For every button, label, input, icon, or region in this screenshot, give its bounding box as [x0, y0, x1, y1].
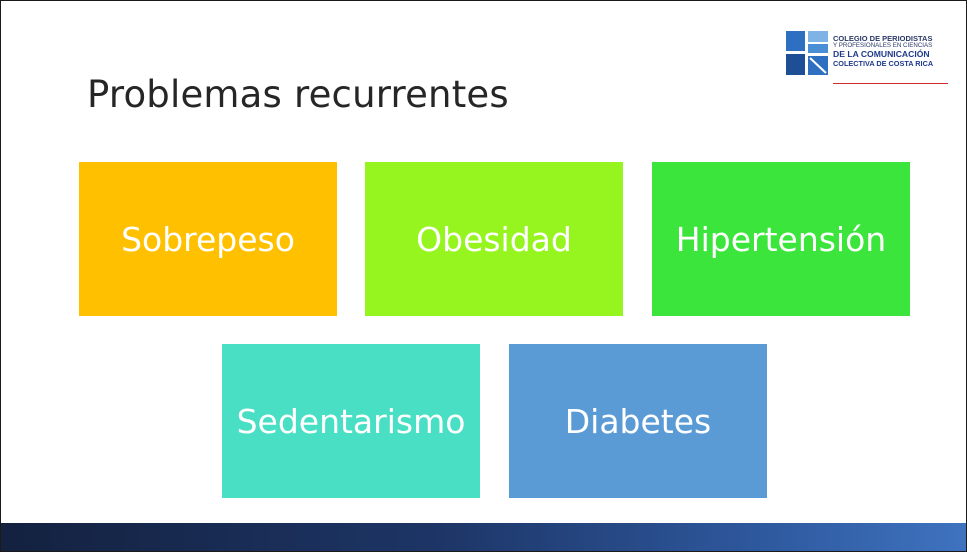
- logo-line-4: COLECTIVA DE COSTA RICA: [833, 58, 934, 68]
- box-label: Sedentarismo: [236, 401, 466, 441]
- box-diabetes: Diabetes: [509, 344, 767, 498]
- logo-underline: [833, 83, 948, 84]
- box-hipertension: Hipertensión: [652, 162, 910, 316]
- logo-line-2: Y PROFESIONALES EN CIENCIAS: [833, 42, 933, 50]
- box-sedentarismo: Sedentarismo: [222, 344, 480, 498]
- box-label: Diabetes: [564, 401, 712, 441]
- footer-band: [1, 523, 966, 551]
- logo-line-1: COLEGIO DE PERIODISTAS: [833, 34, 933, 43]
- slide-title: Problemas recurrentes: [87, 73, 509, 116]
- box-label: Hipertensión: [675, 219, 887, 259]
- organization-logo: COLEGIO DE PERIODISTAS Y PROFESIONALES E…: [786, 31, 951, 91]
- box-sobrepeso: Sobrepeso: [79, 162, 337, 316]
- box-label: Sobrepeso: [121, 219, 295, 259]
- box-label: Obesidad: [416, 219, 572, 259]
- logo-text: COLEGIO DE PERIODISTAS Y PROFESIONALES E…: [833, 34, 934, 68]
- logo-mark-icon: [786, 31, 828, 75]
- box-obesidad: Obesidad: [365, 162, 623, 316]
- logo-line-3: DE LA COMUNICACIÓN: [833, 49, 930, 60]
